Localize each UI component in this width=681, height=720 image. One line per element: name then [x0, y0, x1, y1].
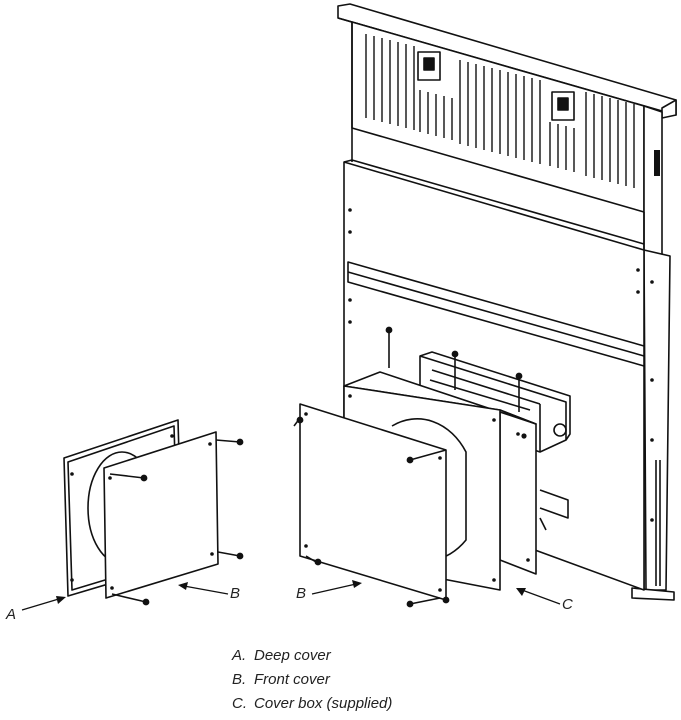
grille-slats	[365, 34, 635, 188]
body-rivets	[348, 208, 654, 522]
legend-item-b: B.Front cover	[232, 671, 330, 688]
arrow-a	[21, 597, 63, 611]
callout-label-a: A	[6, 606, 17, 623]
callout-label-b-left: B	[230, 585, 241, 602]
front-cover-right-screws	[296, 416, 450, 608]
arrow-c	[521, 589, 561, 605]
legend-item-a: A.Deep cover	[232, 647, 331, 664]
callout-label-b-right: B	[296, 585, 307, 602]
callout-label-c: C	[562, 596, 573, 613]
callout-arrows	[21, 580, 561, 611]
legend-item-c: C.Cover box (supplied)	[232, 695, 393, 712]
front-cover-left-screws	[109, 438, 244, 606]
legend: A.Deep cover B.Front cover C.Cover box (…	[232, 644, 392, 716]
front-cover-left-plate	[103, 431, 219, 599]
front-cover-right	[293, 403, 450, 608]
arrow-b-left	[183, 585, 229, 595]
body-screws	[385, 326, 523, 412]
front-cover-left	[103, 431, 244, 606]
arrow-b-right	[311, 583, 357, 595]
